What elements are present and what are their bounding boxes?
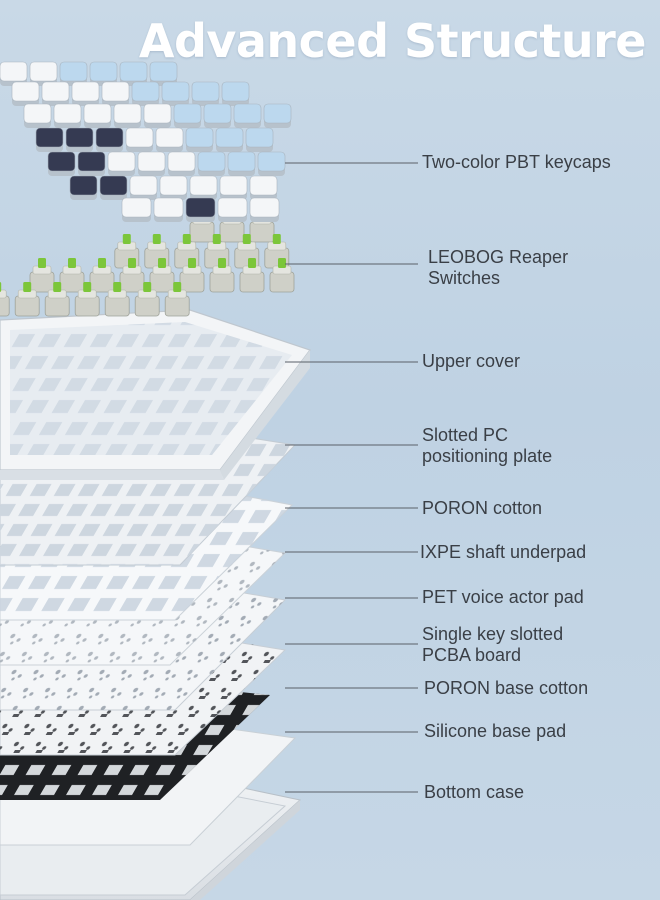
label-ixpe-underpad: IXPE shaft underpad xyxy=(420,542,587,562)
keycap xyxy=(249,175,278,200)
keycap xyxy=(185,127,214,152)
keycap xyxy=(11,81,40,106)
keycap xyxy=(263,103,292,128)
keycap xyxy=(203,103,232,128)
keycap xyxy=(121,197,152,222)
switch xyxy=(239,258,265,293)
keycap xyxy=(69,175,98,200)
switch xyxy=(164,282,190,317)
label-poron-base-cotton: PORON base cotton xyxy=(424,678,589,698)
keycap xyxy=(99,175,128,200)
keycap xyxy=(41,81,70,106)
keycap xyxy=(161,81,190,106)
keycap xyxy=(189,175,218,200)
switch xyxy=(0,282,10,317)
keycap xyxy=(47,151,76,176)
keycap xyxy=(219,175,248,200)
keycap xyxy=(257,151,286,176)
keycap xyxy=(221,81,250,106)
keycap xyxy=(233,103,262,128)
switch xyxy=(119,258,145,293)
keycap xyxy=(95,127,124,152)
keycap xyxy=(153,197,184,222)
switch xyxy=(14,282,40,317)
keycap xyxy=(137,151,166,176)
label-switches: LEOBOG Reaper Switches xyxy=(428,247,569,288)
keycap xyxy=(143,103,172,128)
label-silicone-base-pad: Silicone base pad xyxy=(424,721,567,741)
switch xyxy=(179,258,205,293)
keycap xyxy=(191,81,220,106)
keycap xyxy=(167,151,196,176)
keycap xyxy=(129,175,158,200)
keycap xyxy=(173,103,202,128)
keycap xyxy=(77,151,106,176)
label-positioning-plate: Slotted PC positioning plate xyxy=(422,425,553,466)
keycap xyxy=(83,103,112,128)
switch xyxy=(149,258,175,293)
label-pet-pad: PET voice actor pad xyxy=(422,587,584,607)
keycaps-layer xyxy=(0,61,292,222)
keycap xyxy=(159,175,188,200)
keycap xyxy=(23,103,52,128)
keycap xyxy=(107,151,136,176)
keycap xyxy=(89,61,118,86)
switch xyxy=(44,282,70,317)
leader-lines xyxy=(285,162,418,793)
label-keycaps: Two-color PBT keycaps xyxy=(422,152,611,172)
switches-layer xyxy=(0,208,295,317)
keycap xyxy=(245,127,274,152)
page-title: Advanced Structure xyxy=(138,14,647,68)
keycap xyxy=(131,81,160,106)
keycap xyxy=(71,81,100,106)
switch xyxy=(29,258,55,293)
switch xyxy=(134,282,160,317)
keycap xyxy=(155,127,184,152)
keycap xyxy=(65,127,94,152)
upper-cover-layer xyxy=(0,309,311,480)
keycap xyxy=(59,61,88,86)
keycap xyxy=(217,197,248,222)
keycap xyxy=(125,127,154,152)
keycap xyxy=(197,151,226,176)
keycap xyxy=(35,127,64,152)
label-upper-cover: Upper cover xyxy=(422,351,521,371)
keycap xyxy=(119,61,148,86)
switch xyxy=(209,258,235,293)
switch xyxy=(59,258,85,293)
label-bottom-case: Bottom case xyxy=(424,782,525,802)
keycap xyxy=(0,61,28,86)
keycap xyxy=(53,103,82,128)
switch xyxy=(104,282,130,317)
keycap xyxy=(185,197,216,222)
keycap xyxy=(215,127,244,152)
switch xyxy=(74,282,100,317)
keycap xyxy=(113,103,142,128)
keycap xyxy=(101,81,130,106)
keycap xyxy=(227,151,256,176)
label-poron-cotton: PORON cotton xyxy=(422,498,543,518)
switch xyxy=(269,258,295,293)
label-pcba-board: Single key slotted PCBA board xyxy=(422,624,564,665)
switch xyxy=(89,258,115,293)
keycap xyxy=(29,61,58,86)
keycap xyxy=(249,197,280,222)
keycap xyxy=(149,61,178,86)
